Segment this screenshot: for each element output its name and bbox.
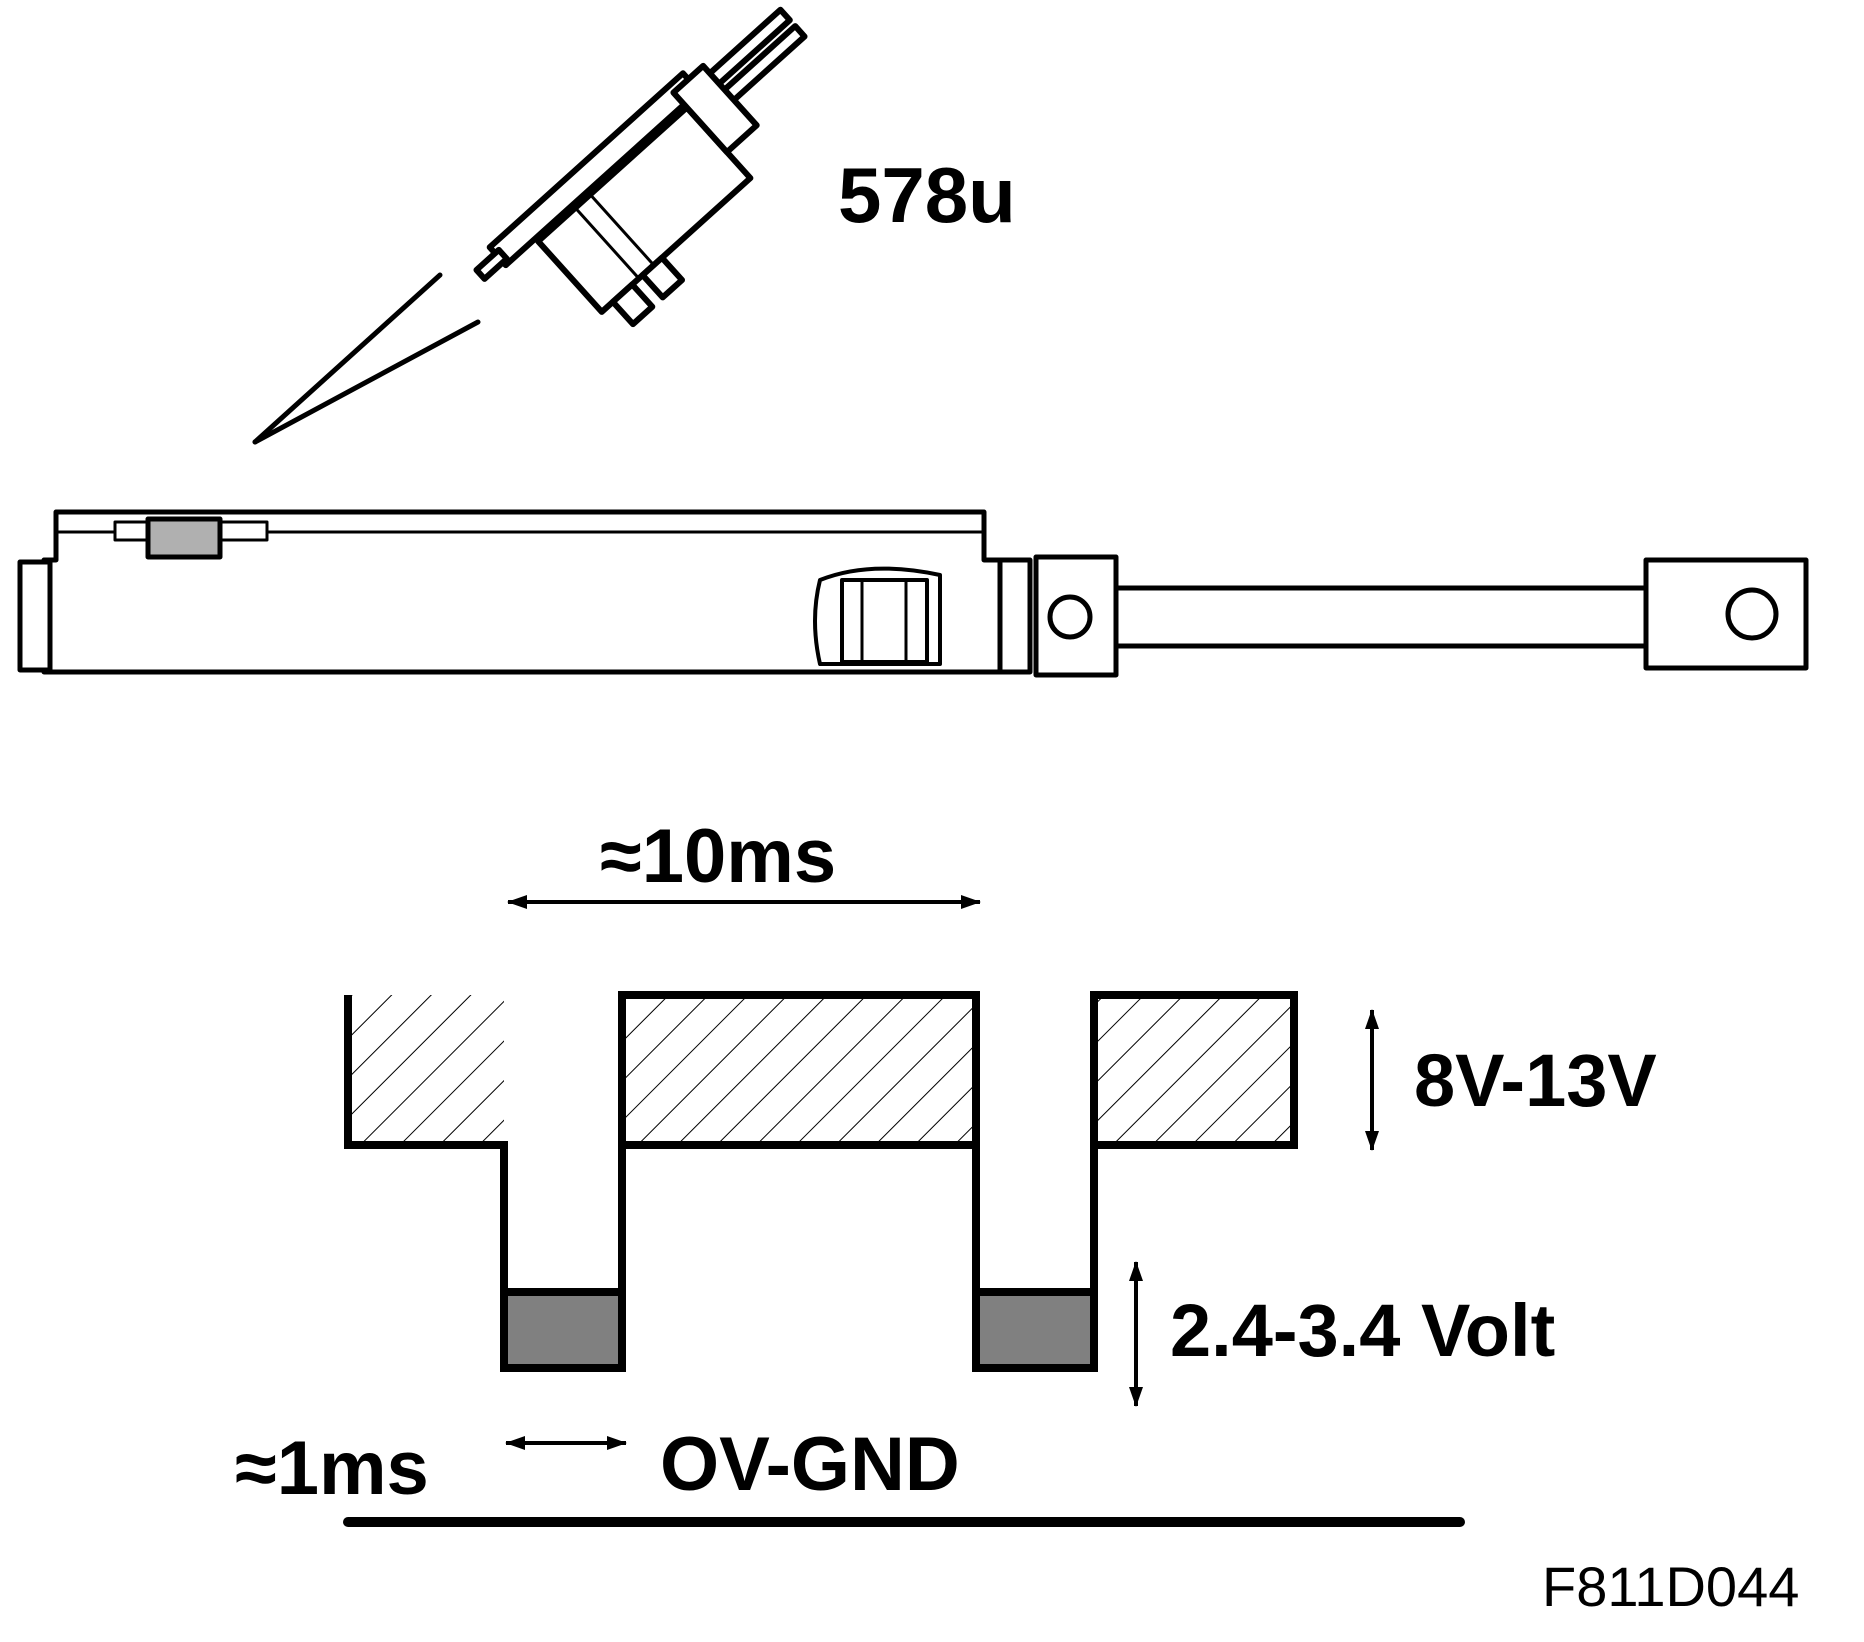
low-voltage-label: 2.4-3.4 Volt xyxy=(1170,1289,1555,1372)
high-pulse-1 xyxy=(348,995,504,1145)
high-pulse-3 xyxy=(1094,995,1294,1145)
waveform xyxy=(344,991,1298,1372)
figure-code: F811D044 xyxy=(1542,1555,1799,1618)
low-pulse-2 xyxy=(976,1292,1094,1368)
pulse-width-label: ≈1ms xyxy=(235,1426,429,1511)
connector-label: 578u xyxy=(838,151,1016,239)
ground-label: OV-GND xyxy=(660,1422,960,1507)
actuator xyxy=(17,509,1809,678)
waveform-outline xyxy=(344,991,1298,1372)
period-label: ≈10ms xyxy=(600,814,836,899)
high-voltage-label: 8V-13V xyxy=(1414,1039,1657,1122)
pointer-wedge xyxy=(252,272,481,445)
top-fitting-block xyxy=(145,516,223,560)
high-pulse-2 xyxy=(622,995,976,1145)
connector-578u xyxy=(473,6,808,328)
low-pulse-1 xyxy=(504,1292,622,1368)
